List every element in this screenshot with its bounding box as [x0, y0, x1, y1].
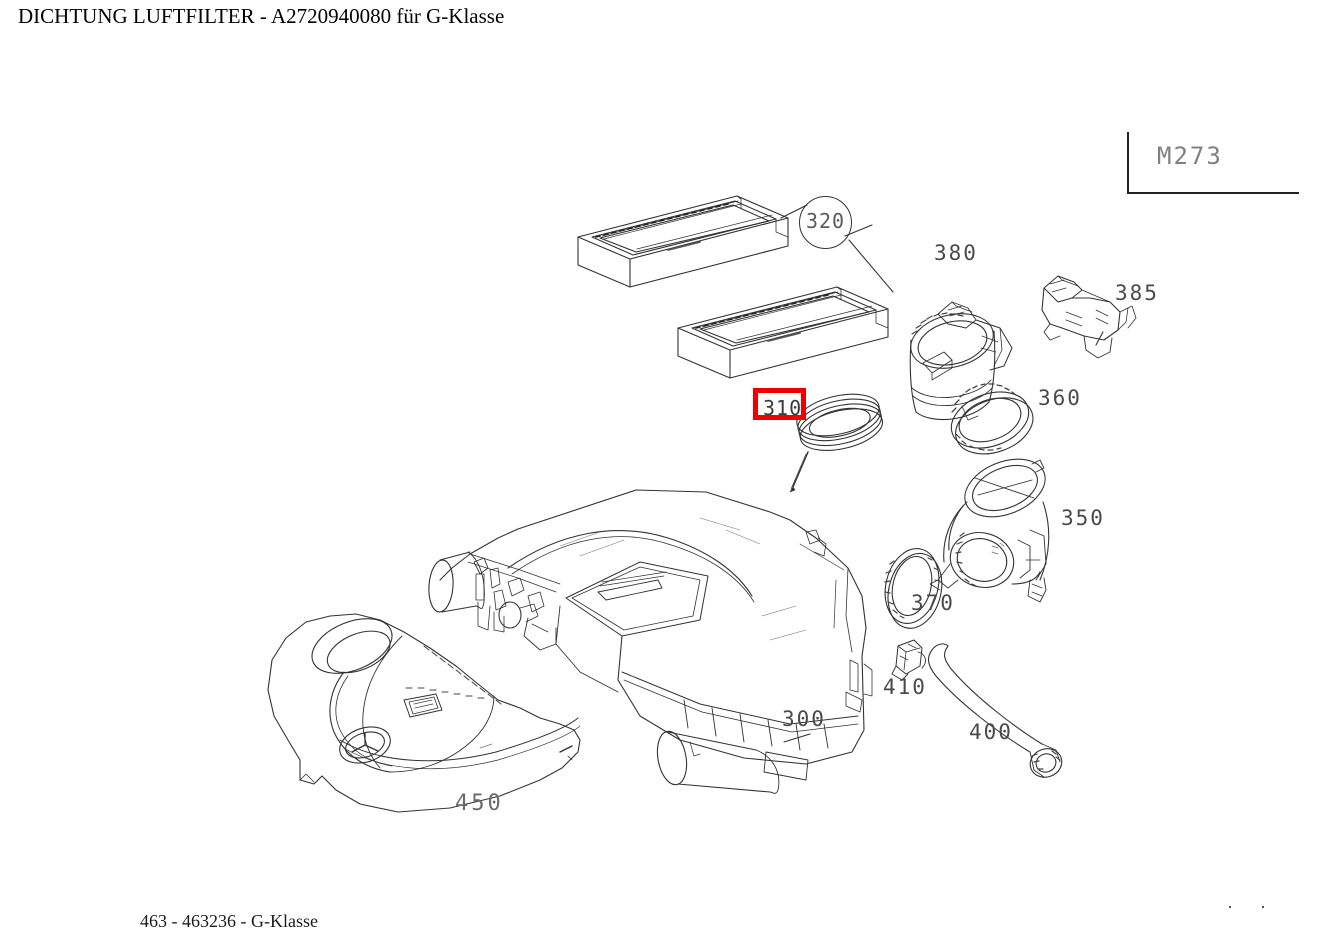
part-sealing-ring-upper [950, 383, 1034, 455]
callout-310-label: 310 [763, 396, 803, 420]
leader-line-320-to-upper [844, 224, 873, 237]
callout-450[interactable]: 450 [455, 791, 504, 816]
part-air-filter-element-upper [577, 195, 789, 288]
callout-410[interactable]: 410 [883, 675, 927, 699]
part-air-filter-housing [428, 489, 873, 794]
part-sensor-connector-bracket [1041, 275, 1137, 359]
callout-360[interactable]: 360 [1038, 386, 1082, 410]
callout-300[interactable]: 300 [782, 707, 826, 731]
engine-variant-bracket: M273 [1127, 132, 1299, 194]
part-air-filter-gasket-seal [796, 393, 884, 451]
leader-line-310 [792, 451, 809, 488]
part-engine-cover [267, 613, 581, 813]
part-intake-elbow-duct [929, 458, 1050, 603]
part-sealing-ring-lower [884, 548, 943, 629]
callout-320[interactable]: 320 [799, 196, 852, 249]
callout-385[interactable]: 385 [1115, 281, 1159, 305]
part-maf-sensor-housing [909, 301, 1013, 421]
callout-350[interactable]: 350 [1061, 506, 1105, 530]
callout-310-highlighted[interactable]: 310 [753, 388, 806, 420]
callout-400[interactable]: 400 [969, 720, 1013, 744]
page-footer: 463 - 463236 - G-Klasse [140, 911, 318, 931]
exploded-parts-drawing [267, 195, 1137, 813]
leader-line-320-lower [848, 239, 894, 293]
leader-line-300 [783, 733, 811, 743]
callout-380[interactable]: 380 [934, 241, 978, 265]
leader-line-385 [1095, 331, 1104, 346]
part-air-filter-element-lower [677, 286, 889, 379]
page-title: DICHTUNG LUFTFILTER - A2720940080 für G-… [18, 4, 505, 28]
artwork-mark-dot [1229, 906, 1231, 908]
part-hose-clamp [891, 639, 926, 681]
callout-320-label: 320 [805, 209, 846, 233]
callout-370[interactable]: 370 [911, 591, 955, 615]
artwork-mark-dot [1262, 906, 1264, 908]
part-vent-hose [927, 643, 1063, 778]
engine-variant-label: M273 [1157, 142, 1223, 170]
